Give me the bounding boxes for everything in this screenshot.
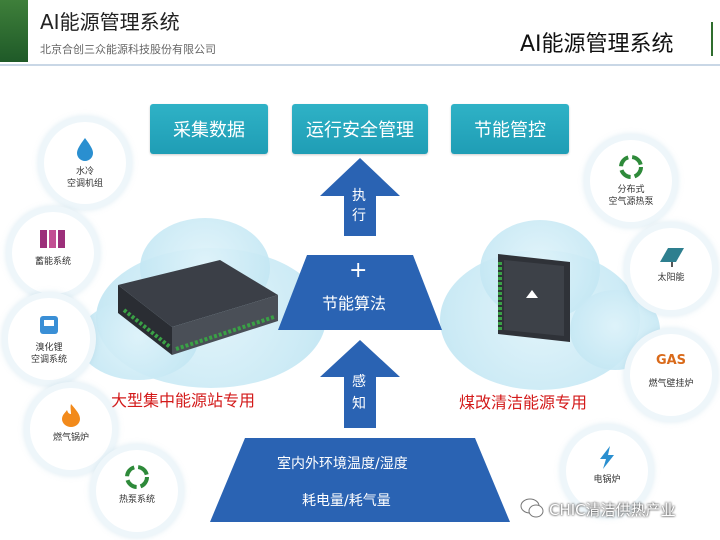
solar-panel-icon <box>660 248 684 267</box>
lithium-bromide-label: 溴化锂 空调系统 <box>30 343 67 365</box>
execute-arrow <box>320 158 400 236</box>
electric-boiler-label: 电锅炉 <box>593 475 621 485</box>
heat-pump-system: 热泵系统 <box>96 450 178 532</box>
water-drop-icon <box>77 138 93 161</box>
electric-boiler: 电锅炉 <box>566 430 648 512</box>
slide-title: AI能源管理系统 <box>520 32 674 57</box>
solar-energy: 太阳能 <box>630 228 712 310</box>
header-accent <box>0 0 28 62</box>
box-data-collection: 采集数据 <box>150 104 268 154</box>
flame-icon <box>62 404 80 427</box>
gas-boiler-label: 燃气锅炉 <box>52 433 89 443</box>
base-trapezoid <box>210 438 510 522</box>
watermark-text: CHIC清洁供热产业 <box>549 501 676 519</box>
gas-icon: GAS <box>655 353 687 368</box>
wechat-icon <box>520 498 544 518</box>
header-divider <box>0 64 720 66</box>
heat-pump-label: 热泵系统 <box>118 495 155 505</box>
right-device-label: 煤改清洁能源专用 <box>459 393 588 412</box>
algorithm-trapezoid <box>278 255 442 330</box>
algorithm-label: 节能算法 <box>322 294 387 313</box>
title-marker <box>711 22 713 56</box>
gas-boiler: 燃气锅炉 <box>30 388 112 470</box>
battery-icon <box>40 230 65 248</box>
lightning-icon <box>600 446 614 469</box>
air-source-heat-pump: 分布式 空气源热泵 <box>590 140 672 222</box>
gas-wall-boiler: GAS 燃气壁挂炉 <box>630 334 712 416</box>
execute-label: 执 行 <box>352 188 366 224</box>
clean-energy-device <box>498 254 570 342</box>
base-line-1: 室内外环境温度/湿度 <box>277 456 408 472</box>
solar-label: 太阳能 <box>657 273 685 283</box>
header-subtitle: 北京合创三众能源科技股份有限公司 <box>40 43 216 56</box>
plus-sign: + <box>349 258 368 283</box>
chiller-icon <box>40 316 58 334</box>
perception-label: 感 知 <box>352 374 366 412</box>
air-source-label: 分布式 空气源热泵 <box>608 185 654 207</box>
header-bar <box>0 0 720 66</box>
water-cooled-unit: 水冷 空调机组 <box>44 122 126 204</box>
box-energy-control: 节能管控 <box>451 104 569 154</box>
box-safety-management: 运行安全管理 <box>292 104 428 154</box>
perception-arrow <box>320 340 400 428</box>
lithium-bromide-system: 溴化锂 空调系统 <box>8 298 90 380</box>
water-cooled-label: 水冷 空调机组 <box>66 167 103 189</box>
storage-system: 蓄能系统 <box>12 212 94 294</box>
storage-label: 蓄能系统 <box>34 257 71 267</box>
gas-wall-label: 燃气壁挂炉 <box>648 379 694 389</box>
energy-station-device <box>118 260 278 355</box>
left-device-label: 大型集中能源站专用 <box>111 391 256 410</box>
recycle-icon <box>125 465 149 489</box>
base-line-2: 耗电量/耗气量 <box>302 493 391 509</box>
header-title: AI能源管理系统 <box>40 10 180 34</box>
recycle-icon <box>619 155 643 179</box>
